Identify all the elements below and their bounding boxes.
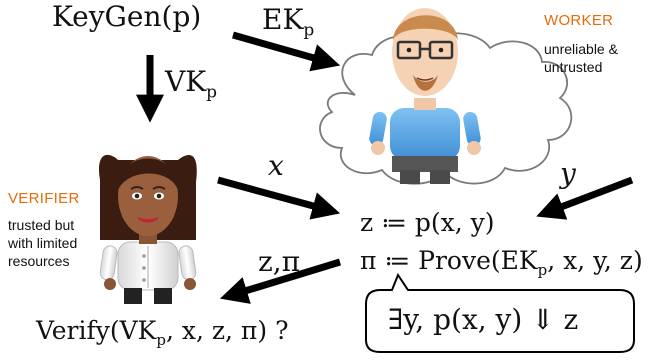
verifier-desc-line2: with limited <box>8 235 78 251</box>
y-label: y <box>560 157 576 190</box>
vk-sub: p <box>206 82 218 103</box>
ek-sub: p <box>303 20 315 41</box>
arrow-y-input <box>536 176 634 220</box>
verifier-desc-line3: resources <box>8 253 70 269</box>
ek-base: EK <box>262 3 304 36</box>
callout-text: ∃y, p(x, y) ⇓ z <box>388 303 579 336</box>
x-label: x <box>268 149 284 182</box>
worker-desc-line2: untrusted <box>544 59 603 75</box>
verify-suffix: , x, z, π) ? <box>165 316 289 345</box>
verify-prefix: Verify(VK <box>36 316 157 345</box>
verify-label: Verify(VKp, x, z, π) ? <box>36 318 288 348</box>
vk-label: VKp <box>165 68 217 102</box>
compute-pi-suffix: , x, y, z) <box>547 246 643 275</box>
compute-pi-sub: p <box>537 261 548 279</box>
compute-pi-prefix: π ≔ Prove(EK <box>360 246 538 275</box>
verifier-avatar <box>99 154 197 304</box>
z-pi-label: z,π <box>258 245 301 278</box>
worker-desc: unreliable & untrusted <box>544 40 618 76</box>
worker-avatar <box>369 8 481 184</box>
verifier-title: VERIFIER <box>8 190 80 207</box>
compute-line-z: z ≔ p(x, y) <box>360 208 495 237</box>
arrow-x-to-worker <box>217 176 341 220</box>
arrow-keygen-to-worker <box>232 31 341 72</box>
arrow-result-to-verifier <box>219 258 342 304</box>
ek-label: EKp <box>262 6 314 40</box>
callout-box <box>365 272 635 353</box>
worker-title: WORKER <box>544 12 614 29</box>
compute-line-pi: π ≔ Prove(EKp, x, y, z) <box>360 248 643 278</box>
verifier-desc: trusted but with limited resources <box>8 216 77 270</box>
worker-desc-line1: unreliable & <box>544 41 618 57</box>
verify-sub: p <box>156 331 166 349</box>
vk-base: VK <box>165 65 207 98</box>
keygen-label: KeyGen(p) <box>52 0 202 33</box>
verifier-desc-line1: trusted but <box>8 217 75 233</box>
